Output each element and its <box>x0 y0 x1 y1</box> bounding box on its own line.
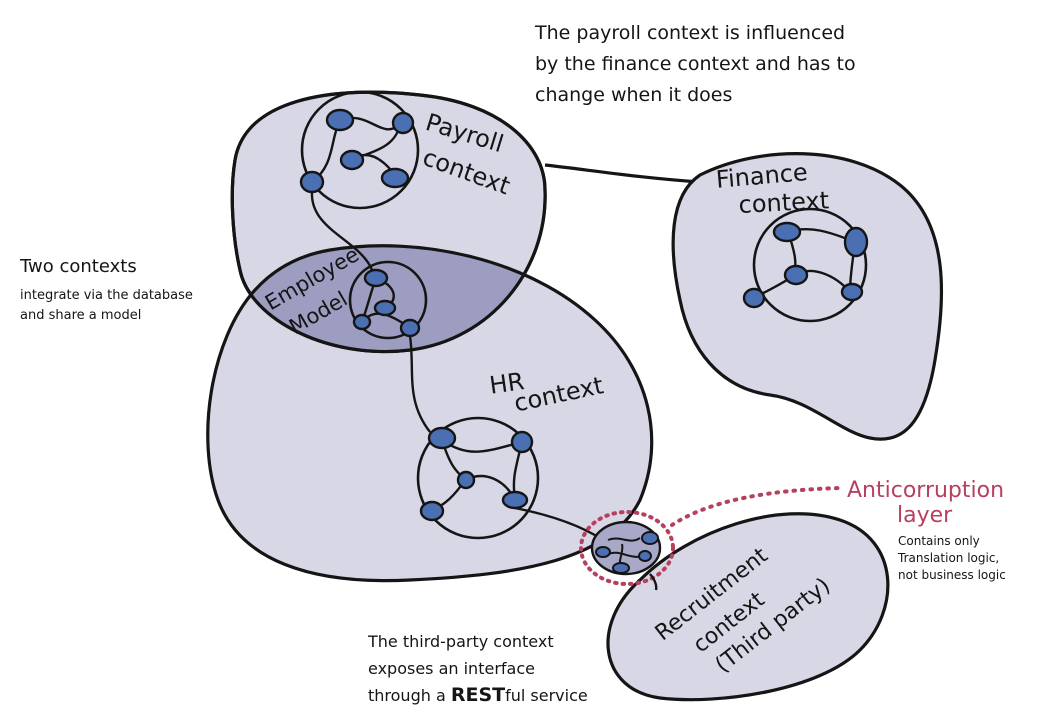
rest-note-prefix: through a <box>368 686 451 705</box>
shared-model-note-title: Two contexts <box>20 258 137 276</box>
shared-note-line1: Two contexts <box>20 256 137 277</box>
payroll-note-line3: change when it does <box>535 84 733 106</box>
acl-recruitment-link <box>649 573 658 591</box>
recruitment-context-boundary <box>606 512 890 702</box>
shared-model-graph <box>348 260 428 340</box>
finance-context-boundary <box>671 152 944 441</box>
finance-label-line2: context <box>737 186 830 219</box>
acl-title-line1: Anticorruption <box>847 478 1005 503</box>
hr-model-graph <box>416 416 540 540</box>
rest-interface-note: The third-party context exposes an inter… <box>368 628 588 709</box>
anticorruption-title: Anticorruption layer <box>847 478 1004 528</box>
acl-note-line3: not business logic <box>898 568 1006 582</box>
payroll-note-line2: by the finance context and has to <box>535 53 856 75</box>
payroll-finance-link <box>544 163 701 184</box>
anticorruption-note: Contains only Translation logic, not bus… <box>898 533 1006 584</box>
payroll-influence-note: The payroll context is influenced by the… <box>535 18 856 111</box>
finance-context-label-2: context <box>737 186 830 219</box>
acl-note-line2: Translation logic, <box>898 551 1000 565</box>
finance-model-graph <box>742 207 869 323</box>
shared-model-note: integrate via the database and share a m… <box>20 286 193 326</box>
anticorruption-layer <box>579 510 675 586</box>
acl-title-line2: layer <box>897 503 953 528</box>
shared-hr-link <box>408 335 431 433</box>
rest-note-line1: The third-party context <box>368 632 554 651</box>
payroll-shared-link <box>310 191 374 271</box>
acl-label-leader <box>670 486 842 527</box>
acl-note-line1: Contains only <box>898 534 980 548</box>
rest-note-suffix: ful service <box>505 686 588 705</box>
rest-note-line2: exposes an interface <box>368 659 535 678</box>
shared-note-line2: integrate via the database <box>20 288 193 303</box>
payroll-note-line1: The payroll context is influenced <box>535 22 846 44</box>
payroll-model-graph <box>299 90 420 210</box>
rest-note-rest: REST <box>450 684 506 706</box>
shared-note-line3: and share a model <box>20 308 142 323</box>
rest-note-line3: through a RESTful service <box>368 682 588 709</box>
